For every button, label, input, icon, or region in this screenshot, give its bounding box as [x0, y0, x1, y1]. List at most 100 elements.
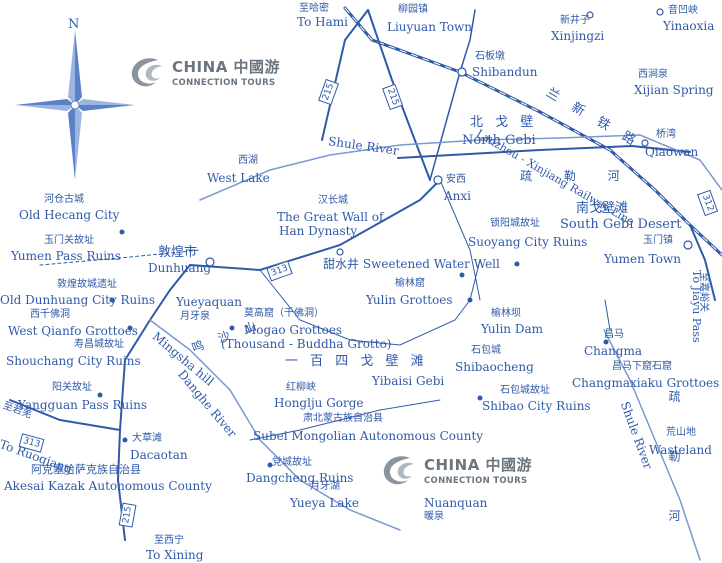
sweet-water-en: Sweetened Water Well — [362, 257, 500, 271]
yueya-lake: Yueya Lake — [290, 496, 359, 510]
to-xining: To Xining — [146, 548, 204, 562]
road-to-ruoqiang — [9, 399, 121, 431]
marker-anxi — [433, 175, 443, 185]
dacaotan: Dacaotan — [130, 448, 188, 462]
shule-river-zh: 疏 勒 河 — [520, 169, 634, 183]
west-lake: West Lake — [207, 171, 270, 185]
xinjingzi: Xinjingzi — [551, 29, 605, 43]
shouchang-zh: 寿昌城故址 — [74, 339, 124, 350]
honglju-zh: 红柳峡 — [286, 382, 316, 393]
yangguan: Yangguan Pass Ruins — [18, 398, 147, 412]
great-wall-line1: The Great Wall of — [277, 210, 384, 224]
shibandun-zh: 石板墩 — [475, 51, 505, 62]
to-hami-zh: 至哈密 — [299, 3, 329, 14]
logo-chinese: 中國游 — [485, 456, 533, 474]
shibaocheng: Shibaocheng — [455, 360, 534, 374]
compass-rose — [15, 30, 135, 180]
road-to-hami — [321, 9, 369, 141]
west-qianfo-zh: 西千佛洞 — [30, 309, 70, 320]
marker-dunhuang — [205, 257, 215, 267]
yumen-town: Yumen Town — [604, 252, 681, 266]
road-to-jiayu — [689, 224, 716, 301]
shibaocheng-zh: 石包城 — [471, 345, 501, 356]
west-qianfo: West Qianfo Grottoes — [8, 324, 138, 338]
yueya-lake-zh: 月牙湖 — [310, 481, 340, 492]
yulin-zh: 榆林窟 — [395, 278, 425, 289]
dangcheng-zh: 党城故址 — [272, 457, 312, 468]
hecang-zh: 河仓古城 — [44, 194, 84, 205]
swirl-logo-icon — [383, 456, 414, 485]
old-dunhuang: Old Dunhuang City Ruins — [0, 293, 156, 307]
road-312 — [397, 144, 691, 159]
subei: Subei Mongolian Autonomous County — [253, 429, 484, 443]
akesai: Akesai Kazak Autonomous County — [4, 479, 212, 493]
nuanquan: Nuanquan — [424, 496, 488, 510]
marker-qiaowan — [641, 139, 649, 147]
xinjingzi-zh: 新井子 — [560, 15, 590, 26]
china-connection-logo-top: CHINA 中國游 CONNECTION TOURS — [126, 54, 280, 90]
swirl-logo-icon — [131, 58, 162, 87]
shouchang: Shouchang City Ruins — [6, 354, 141, 368]
honglju: Honglju Gorge — [274, 396, 364, 410]
yumen-pass-zh: 玉门关故址 — [44, 235, 94, 246]
changma-zh: 昌马 — [604, 329, 624, 340]
anxi-zh: 安西 — [446, 174, 466, 185]
yinaoxia: Yinaoxia — [663, 19, 715, 33]
changmaxia: Changmaxiaku Grottoes — [572, 376, 720, 390]
logo-chinese: 中國游 — [233, 58, 281, 76]
shule-river-upper — [603, 329, 701, 561]
west-lake-zh: 西湖 — [238, 155, 258, 166]
to-xining-zh: 至西宁 — [154, 535, 184, 546]
china-connection-logo-bottom: CHINA 中國游 CONNECTION TOURS — [378, 452, 532, 488]
great-wall-line — [39, 249, 201, 266]
wasteland: Wasteland — [649, 443, 712, 457]
dangcheng: Dangcheng Ruins — [246, 471, 354, 485]
xijian-zh: 西涧泉 — [638, 69, 668, 80]
yueyaquan: Yueyaquan — [176, 295, 242, 309]
danghe-river — [149, 319, 401, 531]
xijian: Xijian Spring — [634, 83, 714, 97]
yueyaquan-zh: 月牙泉 — [180, 311, 210, 322]
yibaisi-zh: 一 百 四 戈 壁 滩 — [285, 354, 428, 369]
north-gebi-zh: 北 戈 壁 — [470, 115, 538, 130]
north-gebi: North Gebi — [462, 133, 536, 148]
changma: Changma — [584, 344, 643, 358]
hecang: Old Hecang City — [19, 208, 120, 222]
yulin-dam-zh: 榆林坝 — [491, 308, 521, 319]
qiaowan: Qiaowan — [645, 145, 699, 159]
to-hami: To Hami — [297, 15, 348, 29]
liuyuan: Liuyuan Town — [387, 20, 473, 34]
changmaxia-zh: 昌马下窟石窟 — [612, 361, 672, 372]
sweet-water-zh: 甜水井 — [323, 257, 360, 271]
yulin: Yulin Grottoes — [366, 293, 453, 307]
dunhuang-zh: 敦煌市 — [158, 245, 198, 260]
south-gebi: South Gebi Desert — [560, 217, 682, 232]
logo-name: CHINA — [172, 58, 228, 76]
shule-river-upper-zh: 疏 勒 河 — [667, 390, 681, 544]
road-313 — [189, 179, 441, 272]
marker-yumen-town — [683, 240, 693, 250]
marker-xinjingzi — [586, 11, 594, 19]
to-jiayu: To Jiayu Pass — [690, 270, 703, 343]
mogao-line2: (Thousand - Buddha Grotto) — [221, 337, 392, 351]
nuanquan-zh: 暖泉 — [424, 511, 444, 522]
mogao-zh: 莫高窟（千佛洞） — [244, 308, 324, 319]
shibao-ruins-zh: 石包城故址 — [500, 385, 550, 396]
anxi: Anxi — [444, 189, 471, 203]
dunhuang: Dunhuang — [148, 261, 212, 275]
yinaoxia-zh: 音凹峡 — [668, 5, 698, 16]
marker-sweetwater — [336, 248, 344, 256]
marker-shibandun — [457, 67, 467, 77]
yulin-dam: Yulin Dam — [481, 322, 543, 336]
sweet-water: 甜水井 Sweetened Water Well — [323, 258, 500, 270]
great-wall-zh: 汉长城 — [318, 195, 348, 206]
shibao-ruins: Shibao City Ruins — [482, 399, 591, 413]
liuyuan-zh: 柳园镇 — [398, 4, 428, 15]
great-wall-line2: Han Dynasty — [279, 224, 358, 238]
logo-sub: CONNECTION TOURS — [424, 476, 528, 486]
yumen-pass: Yumen Pass Ruins — [11, 249, 121, 263]
yibaisi: Yibaisi Gebi — [372, 374, 445, 388]
shibandun: Shibandun — [472, 65, 538, 79]
